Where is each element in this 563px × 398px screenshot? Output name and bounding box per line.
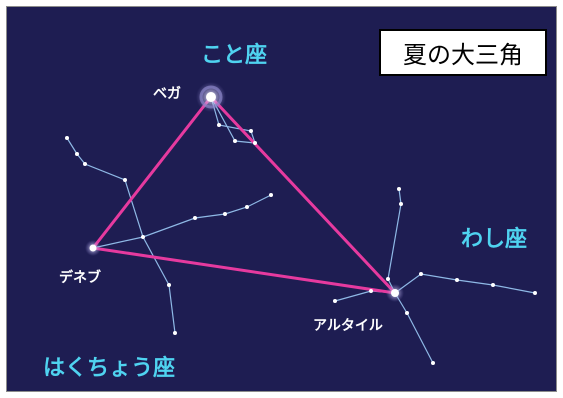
star-dot <box>455 278 459 282</box>
star-dot <box>83 162 87 166</box>
star-dot <box>193 216 197 220</box>
aquila-label: わし座 <box>461 227 528 252</box>
star-dot <box>431 361 435 365</box>
star-dot <box>399 202 403 206</box>
cygnus-wing-line <box>66 137 176 334</box>
lyra-lines <box>210 96 256 144</box>
altair-label: アルタイル <box>313 318 383 334</box>
star-dot <box>397 187 401 191</box>
star-dot <box>223 212 227 216</box>
aquila-vertical-line <box>387 188 434 364</box>
vega-label: ベガ <box>153 86 181 102</box>
small-stars <box>65 123 537 365</box>
lyra-label: こと座 <box>201 43 268 68</box>
star-dot <box>491 283 495 287</box>
star-dot <box>217 123 221 127</box>
deneb-star <box>85 240 101 256</box>
altair-star <box>386 284 404 302</box>
star-dot <box>65 136 69 140</box>
star-dot <box>75 152 79 156</box>
star-dot <box>369 289 373 293</box>
star-dot <box>141 235 145 239</box>
diagram-title: 夏の大三角 <box>403 41 523 69</box>
star-dot <box>419 272 423 276</box>
star-chart <box>65 82 537 365</box>
star-dot <box>405 311 409 315</box>
star-dot <box>123 178 127 182</box>
star-dot <box>333 299 337 303</box>
star-dot <box>386 277 390 281</box>
star-dot <box>173 331 177 335</box>
deneb-label: デネブ <box>59 270 101 286</box>
star-dot <box>253 141 257 145</box>
star-dot <box>167 283 171 287</box>
star-dot <box>533 291 537 295</box>
cygnus-body-line <box>92 194 272 249</box>
vega-star <box>196 82 226 112</box>
summer-triangle <box>91 95 397 295</box>
star-dot <box>245 205 249 209</box>
cygnus-label: はくちょう座 <box>43 356 176 381</box>
star-dot <box>249 129 253 133</box>
star-dot <box>233 139 237 143</box>
title-box: 夏の大三角 <box>379 29 547 76</box>
star-dot <box>269 193 273 197</box>
